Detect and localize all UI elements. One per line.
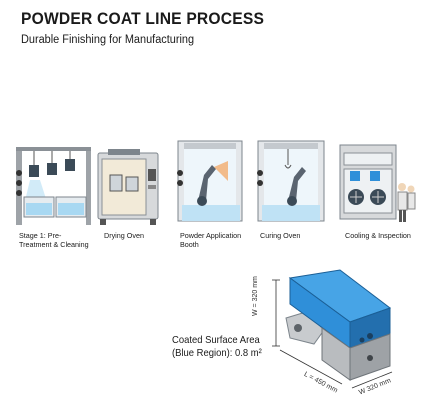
dimension-height-label: W = 320 mm: [252, 276, 259, 316]
stage-label-drying-oven: Drying Oven: [104, 231, 144, 240]
cooling-inspection-illustration: [339, 144, 416, 222]
drying-oven-illustration: [97, 149, 159, 225]
stage-label-curing-oven: Curing Oven: [260, 231, 301, 240]
page-title: POWDER COAT LINE PROCESS: [21, 9, 265, 28]
stage-label-powder-booth: Powder Application Booth: [180, 231, 242, 249]
coated-part-illustration: [272, 269, 393, 389]
curing-oven-illustration: [257, 140, 325, 222]
stage-label-pretreatment: Stage 1: Pre-Treatment & Cleaning: [19, 231, 89, 249]
pretreatment-station-illustration: [16, 147, 91, 225]
page-subtitle: Durable Finishing for Manufacturing: [21, 34, 195, 46]
stage-label-cooling-inspection: Cooling & Inspection: [345, 231, 411, 240]
powder-booth-illustration: [177, 140, 243, 222]
coated-area-label: Coated Surface Area (Blue Region): 0.8 m…: [172, 334, 262, 359]
